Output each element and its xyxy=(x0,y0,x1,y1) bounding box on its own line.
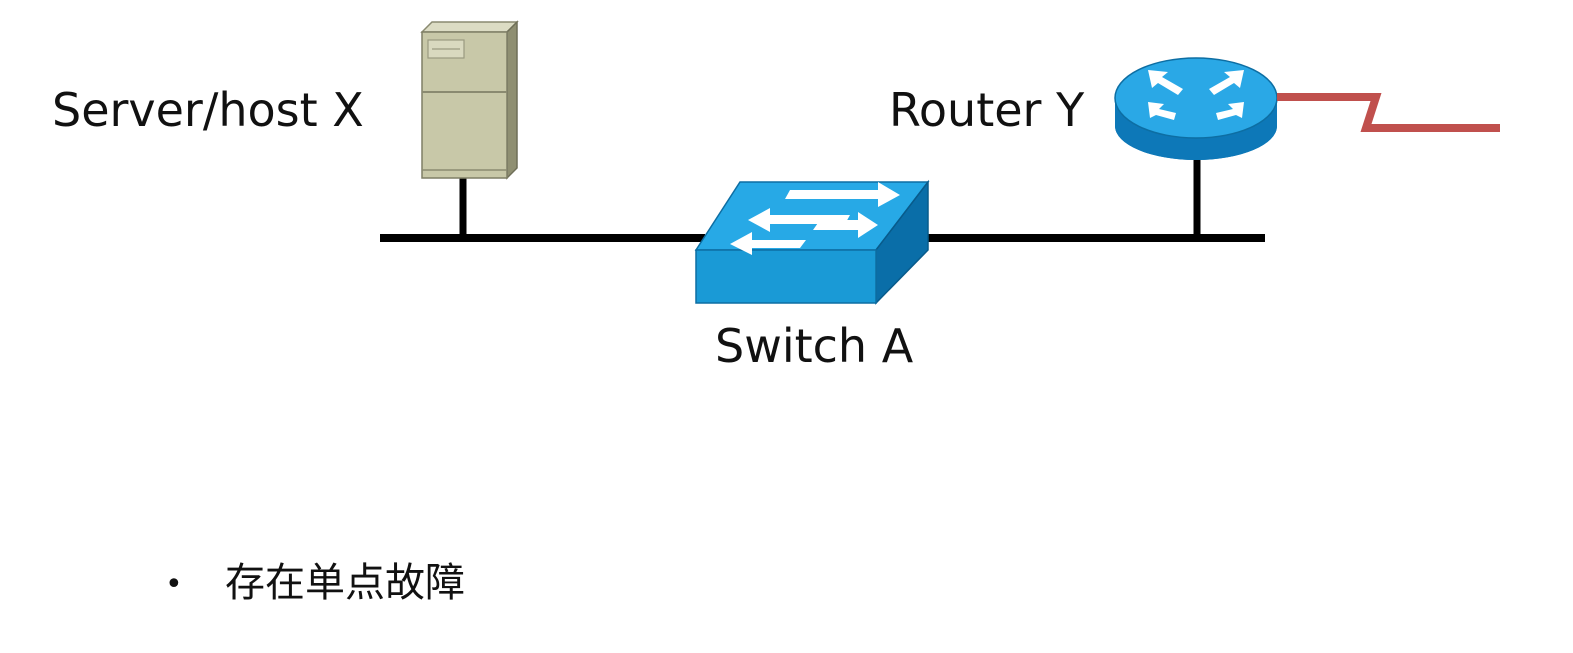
wan-link xyxy=(1277,93,1500,132)
server-label: Server/host X xyxy=(52,83,364,137)
router-icon xyxy=(1114,57,1278,160)
server-icon xyxy=(420,20,519,180)
lan-segments xyxy=(380,158,1265,242)
router-label: Router Y xyxy=(889,83,1085,137)
bullet-marker: • xyxy=(165,567,183,602)
switch-label: Switch A xyxy=(715,319,914,373)
switch-icon xyxy=(694,179,930,305)
bullet-text: 存在单点故障 xyxy=(225,560,465,606)
bullet-item: • 存在单点故障 xyxy=(165,563,465,603)
